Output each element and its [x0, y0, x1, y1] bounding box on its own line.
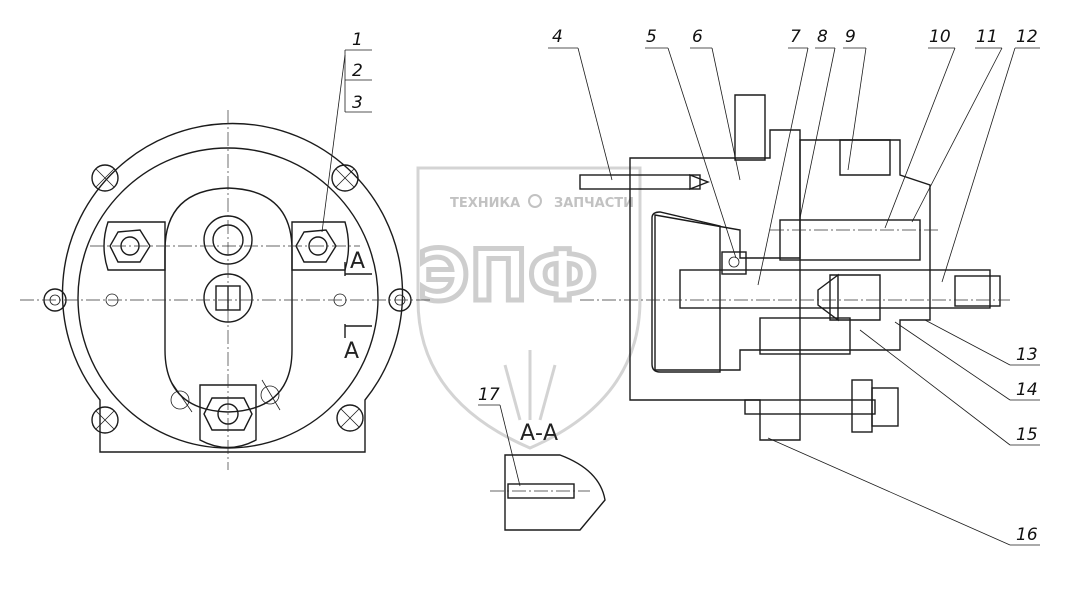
gear-housing — [164, 187, 293, 413]
lug-bottom — [169, 379, 281, 449]
callout-7: 7 — [790, 27, 801, 47]
callout-14: 14 — [1016, 380, 1038, 400]
callout-8: 8 — [817, 27, 828, 47]
callout-15: 15 — [1016, 425, 1038, 445]
section-cut-markers — [344, 262, 372, 338]
callout-3: 3 — [352, 93, 363, 113]
lower-bolt — [744, 399, 876, 415]
shaft-seal — [721, 251, 747, 275]
section-a-a-detail: А-А — [490, 421, 606, 531]
watermark-brand-left: ТЕХНИКА — [450, 196, 520, 211]
section-view-title: А-А — [520, 421, 558, 446]
flange-outline — [61, 122, 404, 453]
section-a-a-body — [504, 454, 606, 531]
callout-1: 1 — [352, 30, 363, 50]
watermark-shield — [416, 166, 642, 450]
watermark-brand-right: ЗАПЧАСТИ — [554, 196, 634, 211]
drive-shaft — [679, 269, 991, 309]
callout-13: 13 — [1016, 345, 1038, 365]
shaft-spline-end — [954, 275, 1001, 307]
callout-5: 5 — [646, 27, 657, 47]
callout-10: 10 — [929, 27, 951, 47]
lower-bushing — [759, 317, 851, 355]
pump-housing — [629, 129, 801, 441]
callout-6: 6 — [692, 27, 703, 47]
wheat-icon — [503, 350, 557, 421]
cross-section-view — [579, 94, 1010, 441]
callout-11: 11 — [976, 27, 998, 47]
callout-4: 4 — [552, 27, 563, 47]
callout-16: 16 — [1016, 525, 1038, 545]
drive-gear — [829, 274, 881, 321]
section-cut-letter-bottom: А — [344, 339, 359, 364]
bolt-hole — [91, 406, 119, 434]
watermark-brand-large: ЭПФ — [418, 235, 597, 317]
watermark: ТЕХНИКА ЗАПЧАСТИ ЭПФ — [416, 166, 642, 450]
section-cut-letter-top: А — [350, 249, 365, 274]
upper-bushing — [779, 219, 921, 261]
front-view: А А — [20, 110, 430, 470]
gear-body — [799, 139, 931, 351]
callouts: 1 2 3 4 5 6 7 8 9 10 11 — [321, 27, 1040, 546]
bolt-hole — [336, 404, 364, 432]
callout-2: 2 — [352, 61, 363, 81]
callout-9: 9 — [845, 27, 856, 47]
callout-17: 17 — [478, 385, 500, 405]
lower-nut — [871, 387, 899, 427]
lower-washer — [851, 379, 873, 433]
bolt-hole — [331, 164, 359, 192]
flange-bolt-holes — [91, 164, 364, 434]
callout-12: 12 — [1016, 27, 1038, 47]
bolt-hole — [91, 164, 119, 192]
stud-bolt — [579, 174, 701, 190]
mount-ear — [734, 94, 766, 161]
gear-icon — [528, 194, 542, 208]
